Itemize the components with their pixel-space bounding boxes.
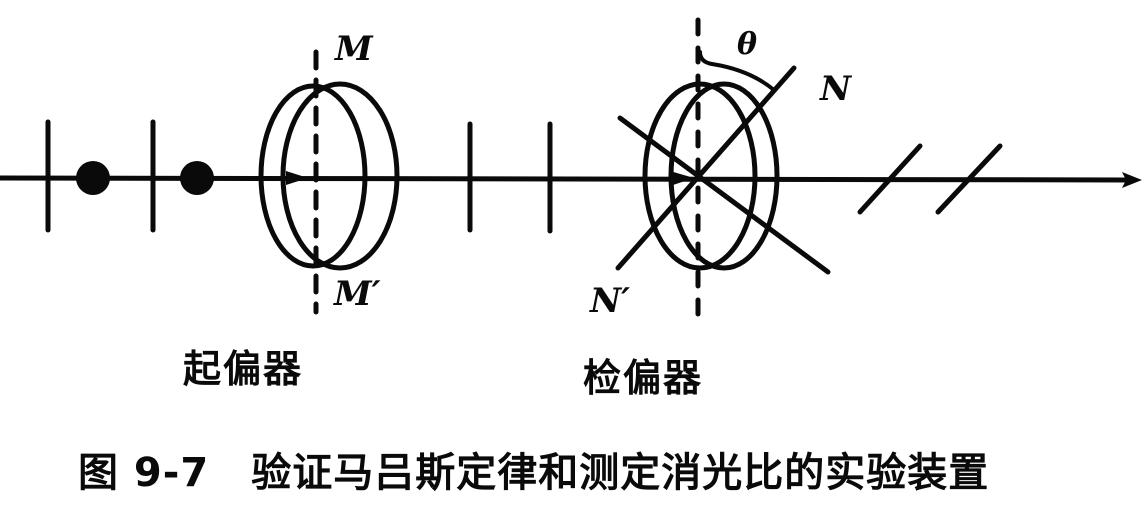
polarizer-arrow-icon: [286, 171, 308, 185]
polarized-light-symbols: [467, 121, 553, 234]
analyzer-arrow-icon: [670, 171, 694, 186]
analyzer-axis-top-label: N: [819, 69, 853, 109]
transmitted-light-symbols: [857, 143, 1003, 215]
analyzer-label: 检偏器: [583, 356, 704, 400]
beam-arrowhead-icon: [1122, 172, 1142, 188]
analyzer: θ N N′: [589, 17, 853, 325]
angle-theta-label: θ: [737, 27, 757, 62]
polarizer-axis-bottom-label: M′: [333, 274, 381, 314]
figure-caption: 图 9-7 验证马吕斯定律和测定消光比的实验装置: [78, 440, 989, 498]
figure-number: 图 9-7: [78, 450, 210, 496]
analyzer-axis-bottom-label: N′: [589, 281, 630, 321]
polarizer: M M′: [258, 29, 400, 315]
natural-light-symbols: [45, 119, 214, 233]
polarizer-label: 起偏器: [183, 347, 304, 391]
figure-title: 验证马吕斯定律和测定消光比的实验装置: [251, 450, 990, 496]
polarizer-axis-top-label: M: [334, 29, 374, 69]
